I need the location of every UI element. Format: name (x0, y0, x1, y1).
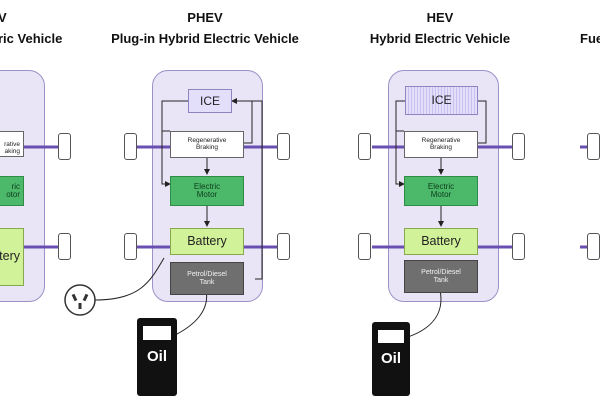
phev-fuel-hose (174, 289, 208, 336)
hev-battery-label: Battery (421, 233, 461, 248)
phev-regen-box: Regenerative Braking (170, 131, 244, 158)
bev-title-short: V (0, 10, 7, 25)
bev-motor-line1: ric (11, 181, 20, 191)
phev-tank-line1: Petrol/Diesel (187, 271, 227, 279)
hev-tank-box: Petrol/Diesel Tank (404, 260, 478, 293)
fcev-title-long: Fue (580, 31, 600, 46)
hev-wheel-rear-right (512, 233, 525, 260)
hev-pump-label: Oil (380, 350, 401, 367)
hev-wheel-front-right (512, 133, 525, 160)
phev-wheel-rear-left (124, 233, 137, 260)
phev-wheel-front-left (124, 133, 137, 160)
phev-regen-right-link (244, 101, 253, 144)
bev-battery-box: ttery (0, 228, 24, 286)
hev-wheel-rear-left (358, 233, 371, 260)
phev-battery-box: Battery (170, 228, 244, 255)
hev-title-long: Hybrid Electric Vehicle (369, 31, 511, 46)
hev-battery-box: Battery (404, 228, 478, 255)
phev-wheel-rear-right (277, 233, 290, 260)
phev-wheel-front-right (277, 133, 290, 160)
hev-tank-line2: Tank (433, 276, 449, 284)
bev-wheel-rear-right (58, 233, 71, 260)
bev-regen-line2: aking (4, 148, 20, 156)
phev-title-short: PHEV (187, 10, 223, 25)
phev-motor-box: Electric Motor (170, 176, 244, 206)
hev-regen-box: Regenerative Braking (404, 131, 478, 158)
bev-wheel-front-right (58, 133, 71, 160)
phev-pump-label: Oil (146, 348, 167, 365)
bev-battery-label: ttery (0, 249, 20, 264)
phev-battery-label: Battery (187, 233, 227, 248)
phev-ice-left-arrow (161, 100, 188, 187)
hev-regen-line2: Braking (429, 143, 453, 151)
hev-ice-right-link (478, 100, 487, 144)
fcev-wheel-rear-left (587, 233, 600, 260)
phev-title-long: Plug-in Hybrid Electric Vehicle (111, 31, 299, 46)
hev-motor-line2: Motor (430, 190, 452, 199)
plug-socket-icon (64, 284, 96, 316)
hev-ice-left-arrow (395, 100, 405, 187)
bev-motor-line2: otor (6, 190, 20, 199)
bev-regen-box: rative aking (0, 131, 24, 157)
bev-regen-line1: rative (4, 141, 20, 149)
bev-motor-box: ric otor (0, 176, 24, 206)
phev-ice-box: ICE (188, 89, 232, 113)
phev-fuel-pump-icon (137, 318, 177, 396)
hev-ice-box: ICE (405, 86, 478, 115)
phev-ice-label: ICE (199, 93, 220, 108)
phev-plug-cable (94, 257, 165, 301)
hev-motor-line1: Electric (427, 181, 455, 191)
phev-tank-box: Petrol/Diesel Tank (170, 262, 244, 295)
hev-wheel-front-left (358, 133, 371, 160)
hev-title-short: HEV (426, 10, 454, 25)
hev-fuel-pump-icon (372, 322, 410, 396)
hev-motor-box: Electric Motor (404, 176, 478, 206)
phev-motor-line2: Motor (196, 190, 218, 199)
phev-tank-ice-arrow (231, 98, 263, 280)
hev-fuel-hose (404, 289, 442, 339)
hev-tank-line1: Petrol/Diesel (421, 269, 461, 277)
fcev-wheel-front-left (587, 133, 600, 160)
phev-regen-line2: Braking (195, 143, 219, 151)
phev-regen-line1: Regenerative (187, 136, 227, 144)
hev-ice-label: ICE (431, 93, 452, 108)
bev-title-long: ric Vehicle (0, 31, 63, 46)
hev-regen-line1: Regenerative (421, 136, 461, 144)
phev-tank-line2: Tank (199, 278, 215, 286)
phev-motor-line1: Electric (193, 181, 221, 191)
